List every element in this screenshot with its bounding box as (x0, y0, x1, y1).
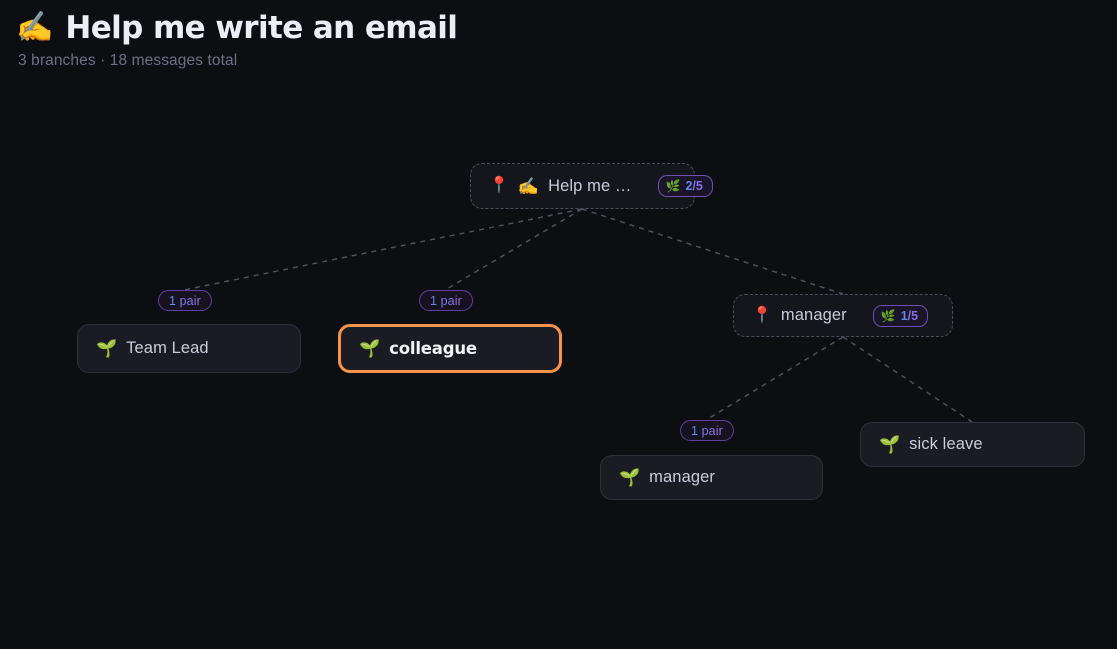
tree-node-sick-leave[interactable]: 🌱 sick leave (860, 422, 1085, 467)
page-subtitle: 3 branches · 18 messages total (18, 52, 238, 69)
edge-manager-branch-to-sick-leave (842, 336, 973, 423)
title-row: ✍️ Help me write an email (16, 10, 458, 46)
pair-badge-text: 1 pair (169, 293, 201, 308)
node-label: Help me … (548, 176, 632, 195)
tree-node-root[interactable]: 📍 ✍️ Help me … 🌿 2/5 (470, 163, 713, 209)
tree-node-colleague[interactable]: 🌱 colleague (338, 324, 562, 373)
seedling-icon: 🌱 (619, 468, 641, 487)
pair-badge-text: 1 pair (430, 293, 462, 308)
page-header: ✍️ Help me write an email 3 branches · 1… (16, 10, 458, 70)
page-title: Help me write an email (65, 10, 458, 46)
edge-manager-branch-to-manager-leaf (705, 336, 844, 421)
node-label: manager (780, 306, 847, 324)
edge-root-to-colleague (444, 208, 583, 291)
seedling-icon: 🌱 (879, 435, 901, 454)
pair-badge-text: 1 pair (691, 423, 723, 438)
herb-icon: 🌿 (665, 179, 681, 193)
pair-badge-manager-leaf: 1 pair (680, 420, 734, 441)
seedling-icon: 🌱 (359, 339, 381, 358)
writing-hand-emoji: ✍️ (16, 11, 54, 44)
message-count-text: 1/5 (900, 308, 919, 323)
pushpin-icon: 📍 (752, 306, 772, 324)
writing-hand-emoji: ✍️ (517, 176, 540, 196)
node-label: Team Lead (126, 339, 209, 357)
tree-node-manager-leaf[interactable]: 🌱 manager (600, 455, 823, 500)
herb-icon: 🌿 (880, 308, 896, 323)
node-label: colleague (389, 339, 477, 358)
node-label: manager (649, 468, 715, 486)
tree-node-manager-branch[interactable]: 📍 manager 🌿 1/5 (733, 294, 953, 337)
tree-node-team-lead[interactable]: 🌱 Team Lead (77, 324, 301, 373)
node-label: sick leave (909, 435, 983, 453)
pair-badge-colleague: 1 pair (419, 290, 473, 311)
seedling-icon: 🌱 (96, 339, 118, 358)
message-count-badge: 🌿 1/5 (872, 304, 929, 327)
message-count-text: 2/5 (685, 179, 703, 193)
edge-root-to-manager-branch (581, 208, 844, 295)
message-count-badge: 🌿 2/5 (657, 175, 713, 197)
pushpin-icon: 📍 (489, 177, 509, 194)
pair-badge-team-lead: 1 pair (158, 290, 212, 311)
edge-root-to-team-lead (183, 208, 583, 291)
